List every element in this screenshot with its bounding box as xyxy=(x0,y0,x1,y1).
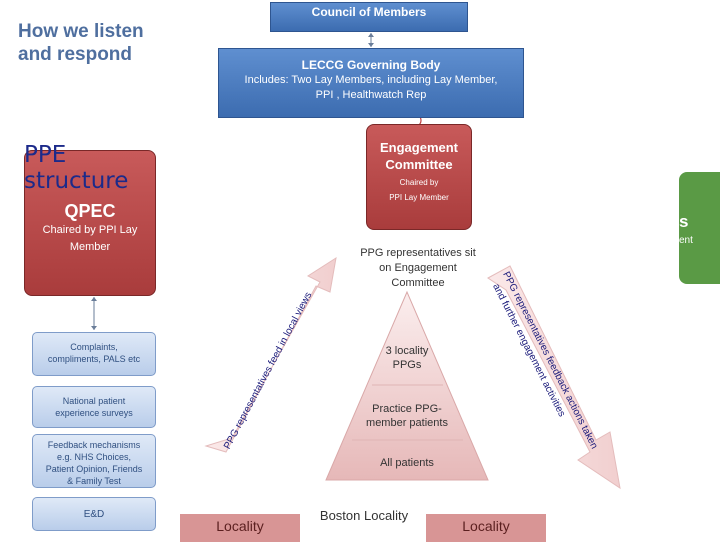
feedback-box-3-line1: Feedback mechanisms xyxy=(47,440,141,450)
feedback-box-1-line1: Complaints, xyxy=(70,342,118,352)
triangle-level-practice: Practice PPG- member patients xyxy=(352,402,462,430)
qpec-title: QPEC xyxy=(64,201,116,221)
engagement-title-line2: Committee xyxy=(385,157,453,172)
locality-right-label: Locality xyxy=(462,518,510,534)
engagement-title-line1: Engagement xyxy=(379,140,458,155)
qpec-subtitle-line1: Chaired by PPI Lay xyxy=(42,224,138,236)
engagement-committee-box: Engagement Committee Chaired by PPI Lay … xyxy=(366,124,472,230)
feedback-box-1-line2: compliments, PALS etc xyxy=(47,354,141,364)
feedback-box-complaints: Complaints, compliments, PALS etc xyxy=(32,332,156,376)
triangle-level1-line1: 3 locality xyxy=(385,345,429,357)
triangle-level3: All patients xyxy=(380,457,434,469)
council-of-members-box: Council of Members xyxy=(270,2,468,32)
feedback-box-2-line1: National patient xyxy=(62,396,126,406)
governing-body-title: LECCG Governing Body xyxy=(301,58,441,72)
ppe-structure-title: PPE structure xyxy=(24,142,128,194)
feedback-box-3-line4: & Family Test xyxy=(67,476,121,486)
ppe-title-line2: structure xyxy=(24,168,129,194)
ppg-triangle xyxy=(325,290,489,481)
feedback-box-ed: E&D xyxy=(32,497,156,531)
locality-right-box: Locality xyxy=(426,514,546,542)
feedback-box-2-line2: experience surveys xyxy=(55,408,133,418)
council-label: Council of Members xyxy=(311,5,427,19)
feedback-box-3-line2: e.g. NHS Choices, xyxy=(56,452,132,462)
connector-arrowhead-up xyxy=(368,33,374,37)
qpec-box: QPEC Chaired by PPI Lay Member xyxy=(24,150,156,296)
green-partial-box: s ent xyxy=(679,172,720,284)
feedback-box-surveys: National patient experience surveys xyxy=(32,386,156,428)
engagement-subtitle-line2: PPI Lay Member xyxy=(389,193,449,202)
governing-body-line3: PPI , Healthwatch Rep xyxy=(315,89,427,101)
engagement-subtitle-line1: Chaired by xyxy=(399,178,439,187)
page-title-line2: and respond xyxy=(18,44,133,65)
triangle-level2-line1: Practice PPG- xyxy=(372,403,442,415)
qpec-arrowhead-down xyxy=(91,326,97,330)
page-title: How we listen and respond xyxy=(18,20,218,66)
green-box-partial-text: ent xyxy=(679,235,693,246)
qpec-arrowhead-up xyxy=(91,297,97,301)
right-feedback-arrow xyxy=(487,265,621,490)
locality-left-label: Locality xyxy=(216,518,264,534)
connector-arrowhead-down xyxy=(368,43,374,47)
ppg-text-line3: Committee xyxy=(391,277,445,289)
triangle-level2-line2: member patients xyxy=(366,417,448,429)
locality-left-box: Locality xyxy=(180,514,300,542)
ppg-text-line2: on Engagement xyxy=(379,262,457,274)
ppe-title-line1: PPE xyxy=(24,142,67,168)
ppg-text-line1: PPG representatives sit xyxy=(360,247,476,259)
governing-body-box: LECCG Governing Body Includes: Two Lay M… xyxy=(218,48,524,118)
ppg-representatives-text: PPG representatives sit on Engagement Co… xyxy=(348,246,488,291)
green-box-partial-title: s xyxy=(679,212,689,231)
feedback-box-3-line3: Patient Opinion, Friends xyxy=(45,464,143,474)
page-title-line1: How we listen xyxy=(18,21,144,42)
left-feed-arrow xyxy=(204,256,337,453)
feedback-box-mechanisms: Feedback mechanisms e.g. NHS Choices, Pa… xyxy=(32,434,156,488)
locality-boston-label: Boston Locality xyxy=(319,508,409,523)
triangle-level-all-patients: All patients xyxy=(352,456,462,470)
feedback-box-4-line1: E&D xyxy=(83,509,105,520)
triangle-level1-line2: PPGs xyxy=(392,359,422,371)
triangle-level-localities: 3 locality PPGs xyxy=(357,344,457,372)
qpec-subtitle-line2: Member xyxy=(69,241,111,253)
governing-body-line2: Includes: Two Lay Members, including Lay… xyxy=(244,74,498,86)
